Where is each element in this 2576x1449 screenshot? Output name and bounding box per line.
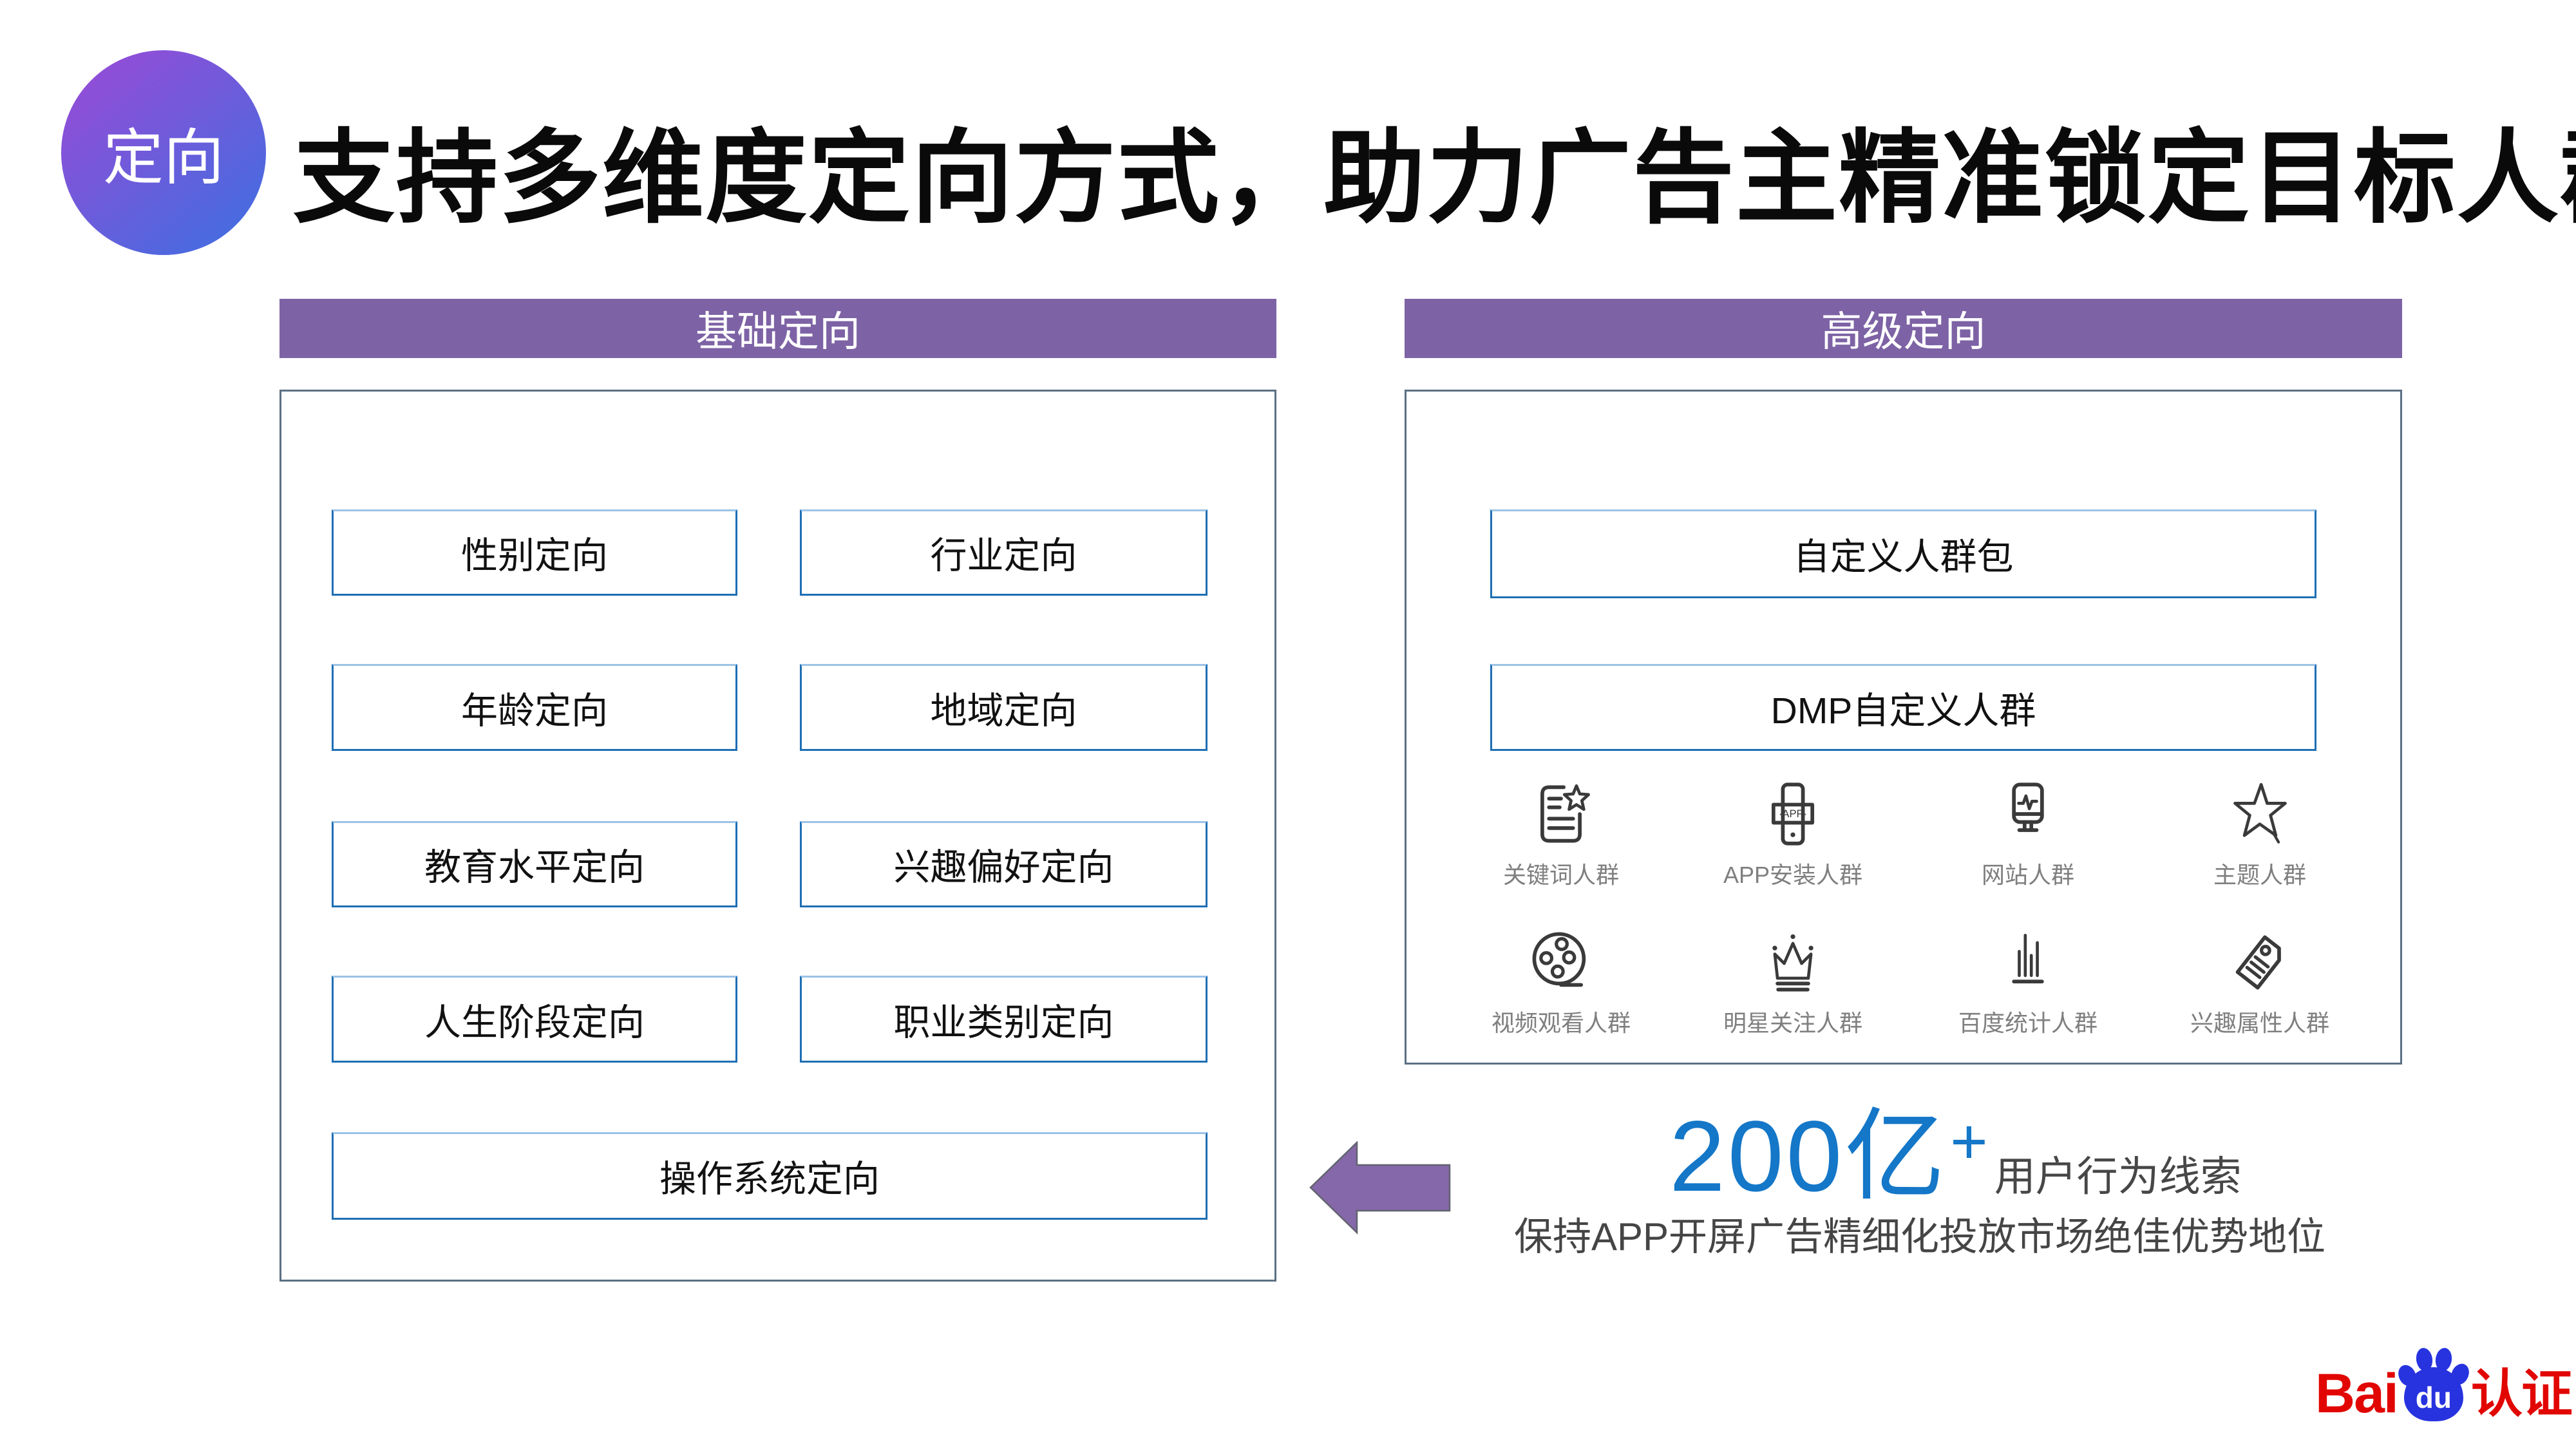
left-block-arrow-icon xyxy=(1309,1141,1451,1235)
paw-pad: du xyxy=(2403,1367,2463,1421)
app-install-phone-icon: ·APP· xyxy=(1771,782,1815,846)
left-arrow xyxy=(1309,1141,1451,1235)
audience-interest-attr: 兴趣属性人群 xyxy=(2154,929,2366,1038)
icon-label: 视频观看人群 xyxy=(1491,1010,1631,1036)
stat-description: 保持APP开屏广告精细化投放市场绝佳优势地位 xyxy=(1513,1215,2326,1258)
basic-targeting-header: 基础定向 xyxy=(279,299,1276,358)
baidu-logo-renzheng-text: 认证 xyxy=(2470,1365,2573,1423)
targeting-box-age: 年龄定向 xyxy=(332,664,737,751)
targeting-box-os: 操作系统定向 xyxy=(332,1132,1208,1220)
targeting-box-occupation: 职业类别定向 xyxy=(800,976,1208,1063)
audience-keyword: 关键词人群 xyxy=(1455,781,1667,890)
targeting-box-region: 地域定向 xyxy=(800,664,1208,751)
audience-app-install: ·APP· APP安装人群 xyxy=(1687,781,1899,890)
targeting-box-dmp-audience: DMP自定义人群 xyxy=(1490,664,2316,751)
icon-label: 明星关注人群 xyxy=(1723,1010,1862,1036)
svg-text:·APP·: ·APP· xyxy=(1779,808,1807,820)
stat-line: 200亿+用户行为线索 xyxy=(1669,1074,2242,1220)
audience-baidu-stats: 百度统计人群 xyxy=(1922,929,2134,1038)
website-monitor-icon xyxy=(2012,782,2044,832)
advanced-targeting-header-label: 高级定向 xyxy=(1821,308,1986,355)
baidu-logo-du-text: du xyxy=(2415,1381,2452,1414)
section-badge-label: 定向 xyxy=(102,124,224,191)
icon-label: 兴趣属性人群 xyxy=(2190,1010,2329,1036)
audience-star-follow: 明星关注人群 xyxy=(1687,929,1899,1038)
video-reel-icon xyxy=(1532,932,1586,987)
icon-label: 网站人群 xyxy=(1981,862,2074,888)
icon-label: 主题人群 xyxy=(2213,862,2306,888)
audience-video-view: 视频观看人群 xyxy=(1455,929,1667,1038)
targeting-box-interest: 兴趣偏好定向 xyxy=(800,821,1208,907)
stats-bars-icon xyxy=(2012,934,2044,984)
star-crown-icon xyxy=(1772,934,1814,992)
targeting-box-education: 教育水平定向 xyxy=(332,821,737,907)
page-title: 支持多维度定向方式，助力广告主精准锁定目标人群 xyxy=(293,122,2576,235)
theme-star-icon xyxy=(2233,782,2287,844)
icon-label: APP安装人群 xyxy=(1723,862,1863,888)
basic-targeting-header-label: 基础定向 xyxy=(696,308,860,355)
interest-tag-icon xyxy=(2235,935,2281,990)
advanced-targeting-header: 高级定向 xyxy=(1405,299,2402,358)
icon-label: 百度统计人群 xyxy=(1958,1010,2098,1036)
stat-plus: + xyxy=(1950,1106,1988,1178)
stat-value: 200亿 xyxy=(1669,1101,1948,1213)
targeting-box-custom-audience: 自定义人群包 xyxy=(1490,509,2316,598)
baidu-logo: Bai du 认证 xyxy=(2315,1341,2573,1425)
audience-theme: 主题人群 xyxy=(2154,781,2366,890)
icon-label: 关键词人群 xyxy=(1502,862,1619,888)
targeting-box-lifestage: 人生阶段定向 xyxy=(332,976,737,1063)
stat-suffix: 用户行为线索 xyxy=(1994,1153,2242,1200)
audience-website: 网站人群 xyxy=(1922,781,2134,890)
keyword-doc-star-icon xyxy=(1540,784,1590,843)
targeting-box-gender: 性别定向 xyxy=(332,509,737,596)
section-badge: 定向 xyxy=(61,50,266,255)
baidu-paw-icon: du xyxy=(2394,1344,2472,1421)
targeting-box-industry: 行业定向 xyxy=(800,509,1208,596)
baidu-logo-bai-text: Bai xyxy=(2315,1363,2399,1425)
